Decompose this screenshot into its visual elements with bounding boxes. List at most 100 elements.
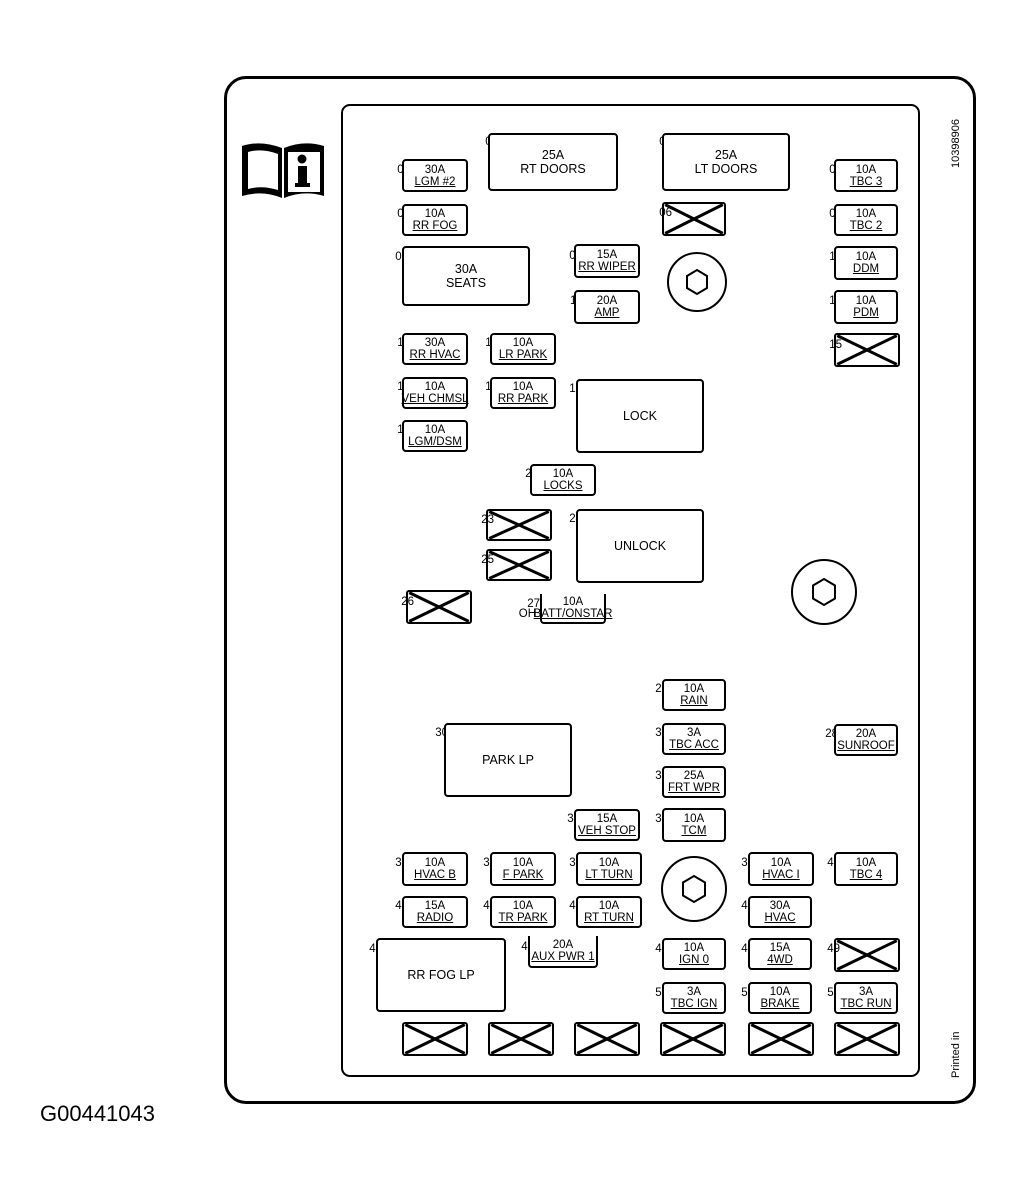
fuse-rating: 10A [424,381,446,393]
mounting-nut-icon [660,855,728,923]
fuse-circuit-label: UNLOCK [613,539,667,553]
mounting-nut-icon [666,251,728,313]
fuse-circuit-label: TBC 4 [849,869,883,881]
fuse-rating: 15A [769,942,791,954]
fuse-rating: 10A [598,857,620,869]
fuse-rating: 10A [855,251,877,263]
empty-fuse-slot [834,938,900,972]
fuse-circuit-label: BRAKE [760,998,800,1010]
fuse-circuit-label: 4WD [767,954,793,966]
fuse-rating: 20A [596,295,618,307]
fuse-rating: 3A [858,986,874,998]
fuse-rating: 15A [596,813,618,825]
fuse-rating: 10A [512,857,534,869]
empty-fuse-slot [748,1022,814,1056]
figure-code: G00441043 [40,1101,155,1126]
fuse-circuit-label: RR FOG [412,220,458,232]
fuse-circuit-label: SEATS [445,276,487,290]
fuse-rating: 10A [552,468,574,480]
fuse-prefix-label: OH [518,608,536,620]
fuse-circuit-label: RR HVAC [409,349,461,361]
relay: UNLOCK [576,509,704,583]
fuse-rating: 10A [770,857,792,869]
fuse-circuit-label: LGM #2 [414,175,456,188]
fuse-rating: 30A [769,900,791,912]
fuse-circuit-label: PARK LP [482,753,534,767]
fuse-circuit-label: RR FOG LP [407,968,475,982]
fuse-circuit-label: LGM/DSM [408,436,462,448]
fuse-rating: 10A [562,596,584,608]
fuse-label-outline [224,76,976,1104]
fuse-circuit-label: SUNROOF [837,740,895,752]
fuse-circuit-label: RADIO [416,912,454,924]
fuse-rating: 3A [686,727,702,739]
fuse-rating: 10A [855,208,877,220]
fuse-circuit-label: TBC 2 [849,220,883,232]
fuse-rating: 20A [855,728,877,740]
fuse-rating: 10A [855,163,877,176]
fuse-number: 27 [527,598,540,610]
fuse-rating: 10A [598,900,620,912]
fuse-circuit-label: RR PARK [497,393,549,405]
fuse-rating: 25A [683,770,705,782]
manual-info-icon [240,138,326,202]
relay: PARK LP [444,723,572,797]
fuse-circuit-label: LOCKS [543,480,583,492]
fuse-circuit-label: DDM [852,263,880,275]
empty-fuse-slot [834,1022,900,1056]
fuse-rating: 3A [686,986,702,998]
fuse-circuit-label: HVAC I [762,869,800,881]
fuse-rating: 10A [855,857,877,869]
mounting-nut-icon [790,558,858,626]
fuse-circuit-label: TBC IGN [670,998,718,1010]
fuse-circuit-label: TCM [681,825,707,837]
fuse-number: 49 [827,943,840,955]
fuse-rating: 10A [855,295,877,307]
empty-fuse-slot [574,1022,640,1056]
empty-fuse-slot [662,202,726,236]
fuse-rating: 25A [541,148,565,162]
fuse-circuit-label: TBC 3 [849,175,883,188]
fuse-circuit-label: LT DOORS [694,162,758,176]
fuse-rating: 10A [512,381,534,393]
fuse-rating: 10A [769,986,791,998]
fuse-rating: 15A [424,900,446,912]
fuse-circuit-label: LOCK [622,409,658,423]
fuse-circuit-label: BATT/ONSTAR [533,608,613,620]
fuse-rating: 30A [424,163,446,176]
fuse-circuit-label: IGN 0 [678,954,710,966]
relay: LOCK [576,379,704,453]
fuse-circuit-label: VEH CHMSL [401,393,469,405]
fuse-block-panel [341,104,920,1077]
fuse-rating: 10A [683,813,705,825]
empty-fuse-slot [486,549,552,581]
fuse-circuit-label: HVAC [764,912,796,924]
fuse-rating: 10A [512,337,534,349]
fuse-circuit-label: PDM [853,307,879,319]
